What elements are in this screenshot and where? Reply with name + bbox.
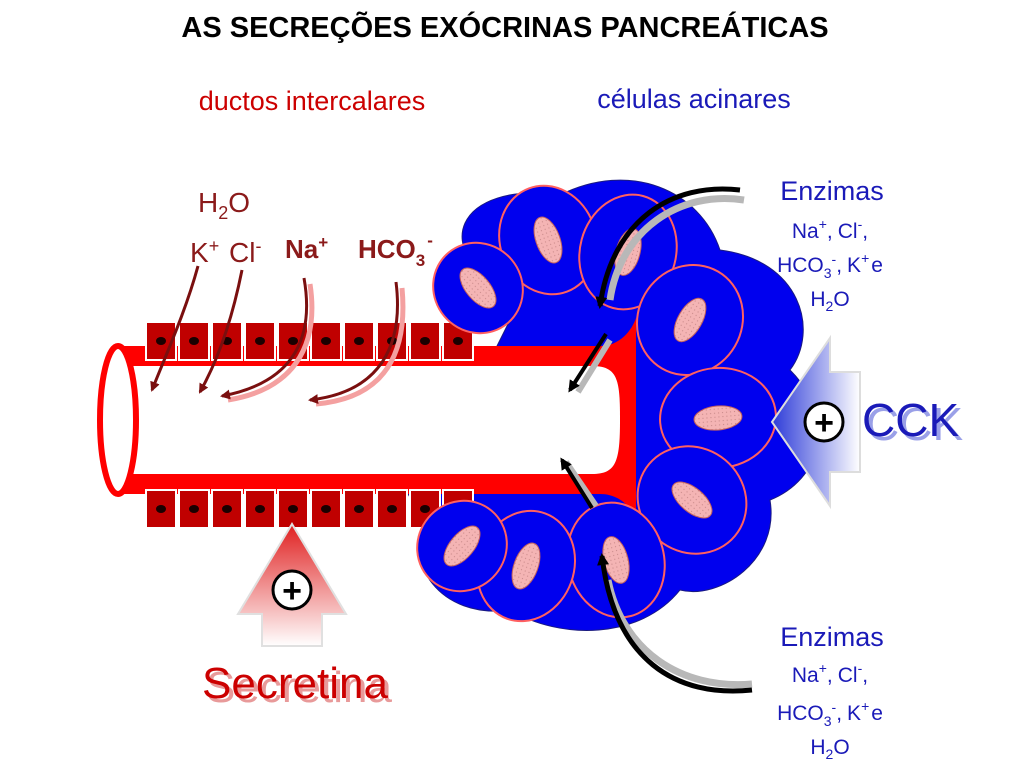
arrow-enzymes-top [595, 186, 741, 309]
duct-opening [97, 343, 139, 497]
diagram-title: AS SECREÇÕES EXÓCRINAS PANCREÁTICAS [181, 10, 828, 44]
duct-top-cell-nucleus [453, 337, 463, 345]
duct-bottom-cell-nucleus [189, 505, 199, 513]
arrow-water-in [150, 265, 200, 392]
duct-bicarbonate: HCO3- [358, 231, 433, 270]
cck-label: CCK [862, 394, 959, 446]
duct-top-cell-nucleus [420, 337, 430, 345]
water-label-bottom: H2O [810, 736, 849, 762]
acinar-cells-label: células acinares [597, 84, 791, 114]
acinar-cell-nucleus [671, 481, 713, 519]
arrow-lumen-bottom [560, 457, 594, 510]
secretin-label: Secretina [202, 659, 388, 708]
acinar-secretions-top: Enzimas Na+,Cl-, HCO3-,K+e H2O [777, 176, 884, 314]
cck-label-shadow: CCK [866, 398, 963, 450]
ions-line-1-bottom: Na+,Cl-, [792, 660, 868, 687]
duct-ion-group: H2O K+ Cl- Na+ HCO3- [150, 187, 433, 407]
cck-plus-circle [803, 401, 845, 443]
cck-plus-sign: + [814, 404, 834, 442]
ions-line-1-top: Na+,Cl-, [792, 216, 868, 243]
acinar-cell-nucleus [443, 525, 481, 567]
duct-top-cell-nucleus [354, 337, 364, 345]
acinar-cell-nucleus [459, 267, 497, 309]
secretin-plus-circle [271, 569, 313, 611]
duct-top-cell-nucleus [255, 337, 265, 345]
acinar-cell-nucleus [693, 405, 743, 431]
ions-line-2-top: HCO3-,K+e [777, 250, 883, 281]
acinar-cell-nucleus [533, 216, 563, 264]
arrow-sodium-in [220, 277, 309, 400]
arrow-enzymes-bottom [597, 553, 753, 694]
duct-sodium: Na+ [285, 233, 328, 264]
duct-bottom-cell-nucleus [387, 505, 397, 513]
duct-bottom-cell-nucleus [420, 505, 430, 513]
duct-potassium: K+ [190, 236, 219, 268]
duct-top-cell-nucleus [189, 337, 199, 345]
acinar-secretions-bottom: Enzimas Na+,Cl-, HCO3-,K+e H2O [777, 622, 884, 762]
ducts-label: ductos intercalares [199, 86, 426, 116]
duct-bottom-cell-nucleus [222, 505, 232, 513]
acinar-secretion-arrows [560, 186, 753, 694]
enzymes-label-top: Enzimas [780, 176, 884, 206]
arrow-bicarbonate-in [308, 281, 399, 405]
duct-top-cell-nucleus [156, 337, 166, 345]
duct-top-cell-nucleus [288, 337, 298, 345]
cck-stimulus: + CCK CCK [770, 334, 963, 510]
duct-bottom-cell-nucleus [321, 505, 331, 513]
duct-top-cell-nucleus [321, 337, 331, 345]
duct-water: H2O [198, 187, 250, 223]
acinar-cell-nucleus [511, 542, 541, 590]
duct-bottom-cell-nucleus [156, 505, 166, 513]
secretin-stimulus: + Secretina Secretina [202, 522, 392, 712]
duct-chloride: Cl- [229, 236, 261, 268]
ions-line-2-bottom: HCO3-,K+e [777, 698, 883, 729]
duct-bottom-cell-nucleus [255, 505, 265, 513]
arrow-lumen-top [568, 332, 608, 393]
arrow-chloride-in [198, 269, 244, 394]
acinar-cell-nucleus [673, 297, 707, 343]
duct-bottom-cell-nucleus [354, 505, 364, 513]
enzymes-label-bottom: Enzimas [780, 622, 884, 652]
secretin-plus-sign: + [282, 572, 302, 610]
secretin-label-shadow: Secretina [206, 663, 392, 712]
duct-bottom-cell-nucleus [288, 505, 298, 513]
water-label-top: H2O [810, 288, 849, 314]
